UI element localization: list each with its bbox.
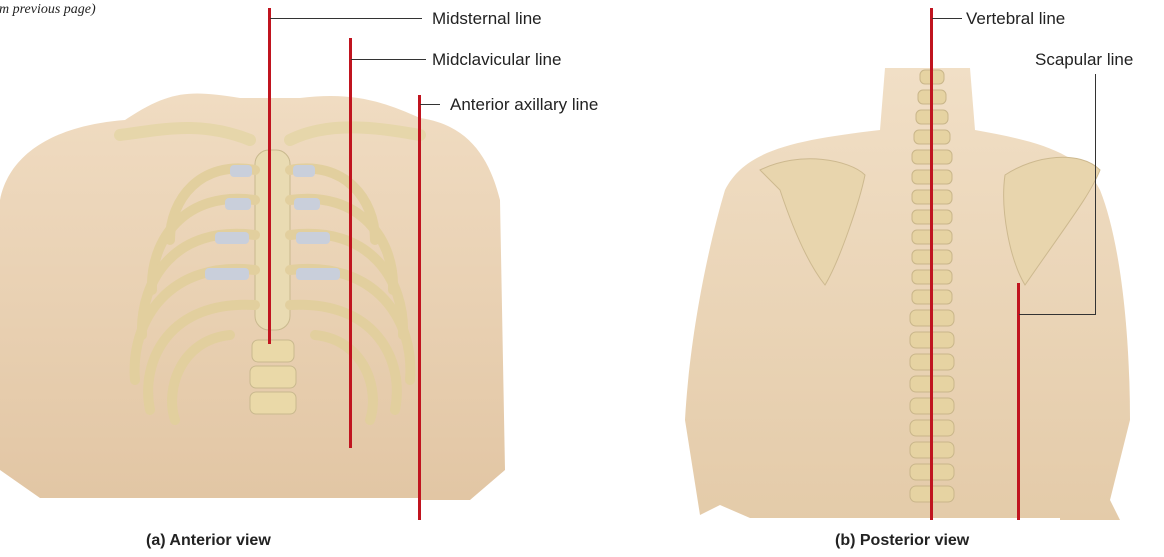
vertebral-leader: [932, 18, 962, 19]
posterior-view-panel: Vertebral line Scapular line (b) Posteri…: [640, 0, 1164, 557]
midsternal-line: [268, 8, 271, 344]
vertebral-line: [930, 8, 933, 520]
midclavicular-leader: [351, 59, 426, 60]
anterior-axillary-line: [418, 95, 421, 520]
anterior-view-panel: Midsternal line Midclavicular line Anter…: [0, 0, 640, 557]
scapular-line: [1017, 283, 1020, 520]
posterior-view-caption: (b) Posterior view: [835, 532, 969, 550]
anterior-view-caption: (a) Anterior view: [146, 532, 271, 550]
anterior-torso: [0, 93, 505, 500]
anterior-illustration: [0, 0, 640, 557]
scapular-leader-horizontal: [1019, 314, 1096, 315]
vertebral-line-label: Vertebral line: [966, 9, 1065, 29]
scapular-line-label: Scapular line: [1035, 50, 1133, 70]
sternum: [255, 150, 290, 330]
posterior-illustration: [640, 0, 1164, 557]
midsternal-leader: [270, 18, 422, 19]
midclavicular-line-label: Midclavicular line: [432, 50, 561, 70]
lumbar-vertebrae: [250, 340, 296, 414]
scapular-leader-vertical: [1095, 74, 1096, 314]
anterior-axillary-leader: [420, 104, 440, 105]
anterior-axillary-line-label: Anterior axillary line: [450, 95, 598, 115]
posterior-torso: [685, 68, 1130, 520]
midsternal-line-label: Midsternal line: [432, 9, 542, 29]
midclavicular-line: [349, 38, 352, 448]
